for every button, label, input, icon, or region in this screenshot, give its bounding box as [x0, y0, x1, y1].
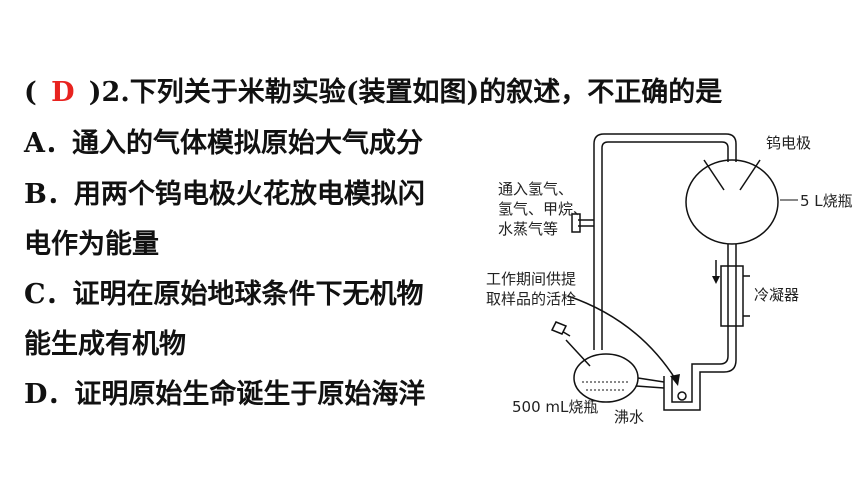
- flask-500ml: [573, 353, 639, 403]
- label-valve-2: 取样品的活栓: [486, 290, 576, 308]
- label-electrode: 钨电极: [766, 134, 811, 152]
- answer-letter: D: [51, 77, 75, 108]
- gas-inlet-valve: [571, 213, 581, 233]
- question-text: )2.下列关于米勒实验(装置如图)的叙述，不正确的是: [88, 77, 723, 108]
- option-c: C．证明在原始地球条件下无机物: [24, 279, 424, 310]
- label-flask-5l: 5 L烧瓶: [800, 192, 853, 210]
- option-b-continued: 电作为能量: [24, 229, 159, 260]
- label-valve-1: 工作期间供提: [486, 270, 576, 288]
- label-flask-500ml: 500 mL烧瓶: [512, 398, 598, 416]
- label-gas-2: 氢气、甲烷、: [498, 200, 588, 218]
- option-d: D．证明原始生命诞生于原始海洋: [24, 379, 426, 410]
- miller-apparatus-diagram: 钨电极 5 L烧瓶 通入氢气、 氢气、甲烷、 水蒸气等 工作期间供提 取样品的活…: [486, 133, 853, 426]
- sampling-stopcock: [565, 339, 591, 367]
- label-gas-1: 通入氢气、: [498, 180, 573, 198]
- open-paren: (: [24, 77, 37, 108]
- electrode-right: [739, 159, 761, 191]
- option-b: B．用两个钨电极火花放电模拟闪: [24, 179, 425, 210]
- option-c-continued: 能生成有机物: [24, 329, 186, 360]
- flask-5l: [685, 159, 779, 245]
- question-stem: ( D )2.下列关于米勒实验(装置如图)的叙述，不正确的是: [24, 70, 722, 109]
- electrode-left: [703, 159, 725, 191]
- condenser: [720, 265, 744, 327]
- upper-tube: [593, 133, 737, 350]
- label-condenser: 冷凝器: [754, 286, 799, 304]
- label-gas-3: 水蒸气等: [498, 220, 558, 238]
- u-trap: [663, 376, 701, 411]
- label-boiling-water: 沸水: [614, 408, 644, 426]
- option-a: A．通入的气体模拟原始大气成分: [24, 128, 423, 159]
